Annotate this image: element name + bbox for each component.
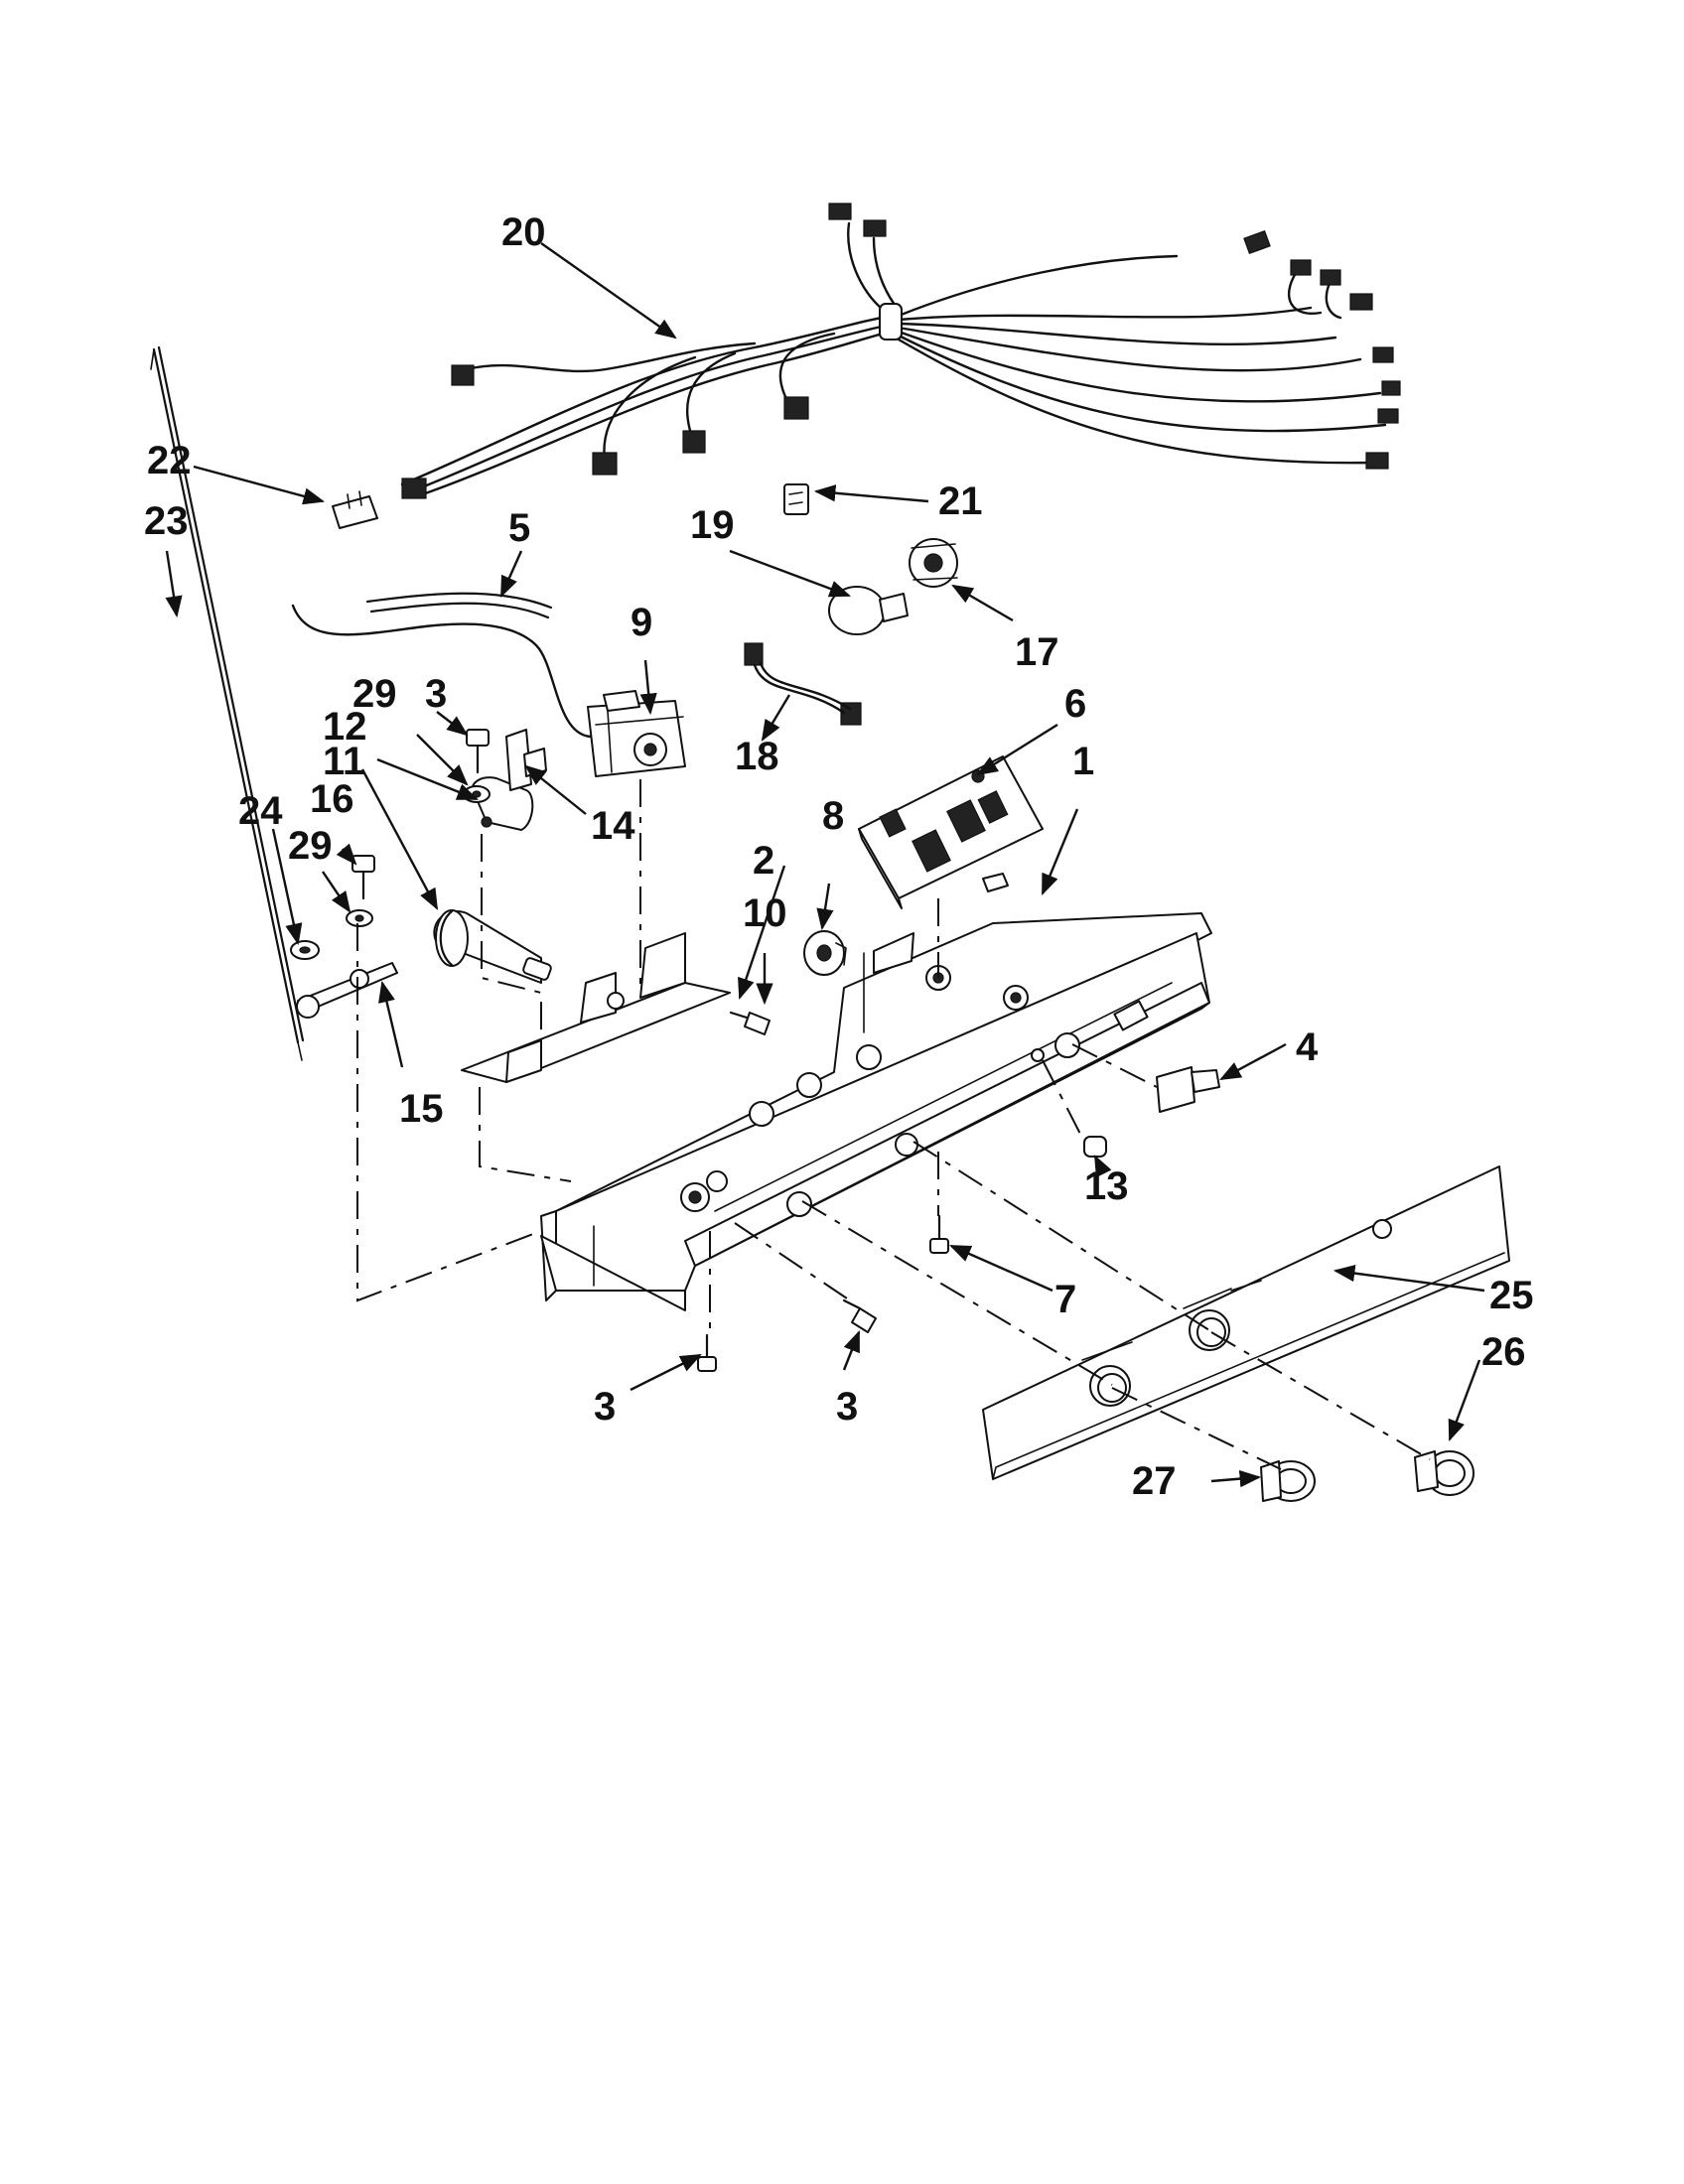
mounting-bracket-2 [461, 932, 731, 1083]
switch-part-14 [505, 729, 547, 791]
callout-12: 12 [323, 705, 367, 749]
button-13 [1083, 1136, 1107, 1158]
callout-14: 14 [591, 804, 635, 848]
callout-22: 22 [147, 439, 192, 482]
callout-29-lower: 29 [288, 824, 333, 868]
callout-27: 27 [1132, 1459, 1177, 1503]
callout-6: 6 [1064, 682, 1086, 726]
alignment-lines [356, 779, 1431, 1470]
knob-shaft-11 [433, 909, 552, 984]
callout-16: 16 [310, 777, 354, 821]
callout-25: 25 [1489, 1274, 1534, 1317]
screw-3-lower-left [697, 1333, 717, 1372]
callout-21: 21 [938, 479, 983, 523]
callout-5: 5 [508, 506, 530, 550]
capillary-tube [291, 592, 593, 739]
knob-27 [1260, 1460, 1316, 1502]
wire-harness [400, 203, 1401, 499]
callout-17: 17 [1015, 630, 1059, 674]
screw-7 [929, 1214, 949, 1254]
callout-3-lower-right: 3 [836, 1385, 858, 1429]
control-housing-1 [540, 873, 1212, 1311]
lamp-socket-17 [909, 538, 958, 588]
lamp-socket-8 [803, 930, 847, 976]
callout-10: 10 [743, 891, 787, 935]
thermostat-control-9 [587, 690, 686, 777]
dial-plate-25 [982, 1165, 1510, 1480]
clip-part-22 [332, 490, 378, 529]
washer-24 [290, 940, 320, 960]
lever-arm-15 [296, 962, 398, 1019]
screw-16 [351, 855, 375, 900]
screw-3-upper [466, 729, 490, 774]
jumper-wire-18 [744, 642, 862, 726]
callout-13: 13 [1084, 1164, 1129, 1208]
callout-7: 7 [1054, 1278, 1076, 1321]
callout-15: 15 [399, 1087, 444, 1131]
door-switch-4 [1156, 1066, 1220, 1113]
callout-24: 24 [238, 789, 283, 833]
callout-2: 2 [753, 839, 774, 883]
callout-3-lower-left: 3 [594, 1385, 616, 1429]
washer-29-upper [463, 785, 491, 803]
callout-3-upper: 3 [425, 672, 447, 716]
washer-29-lower [346, 909, 373, 927]
callout-23: 23 [144, 499, 189, 543]
callout-29-upper: 29 [352, 672, 397, 716]
callout-26: 26 [1481, 1330, 1526, 1374]
screw-10 [729, 1011, 771, 1035]
callout-20: 20 [501, 210, 546, 254]
screw-3-lower-right [842, 1298, 877, 1333]
callout-11: 11 [323, 740, 364, 783]
callout-labels: 20 22 23 5 21 19 17 9 18 6 1 29 3 12 11 … [144, 210, 1534, 1503]
bracket-part-21 [783, 483, 809, 515]
callout-9: 9 [631, 601, 652, 644]
rod-part-23 [150, 345, 305, 1061]
callout-1: 1 [1072, 740, 1094, 783]
callout-19: 19 [690, 503, 735, 547]
callout-4: 4 [1296, 1025, 1319, 1069]
callout-8: 8 [822, 794, 844, 838]
control-board-6 [858, 755, 1044, 909]
knob-26 [1414, 1450, 1474, 1496]
lamp-bulb-19 [828, 586, 909, 635]
callout-18: 18 [735, 735, 779, 778]
leader-arrows [165, 242, 1485, 1488]
